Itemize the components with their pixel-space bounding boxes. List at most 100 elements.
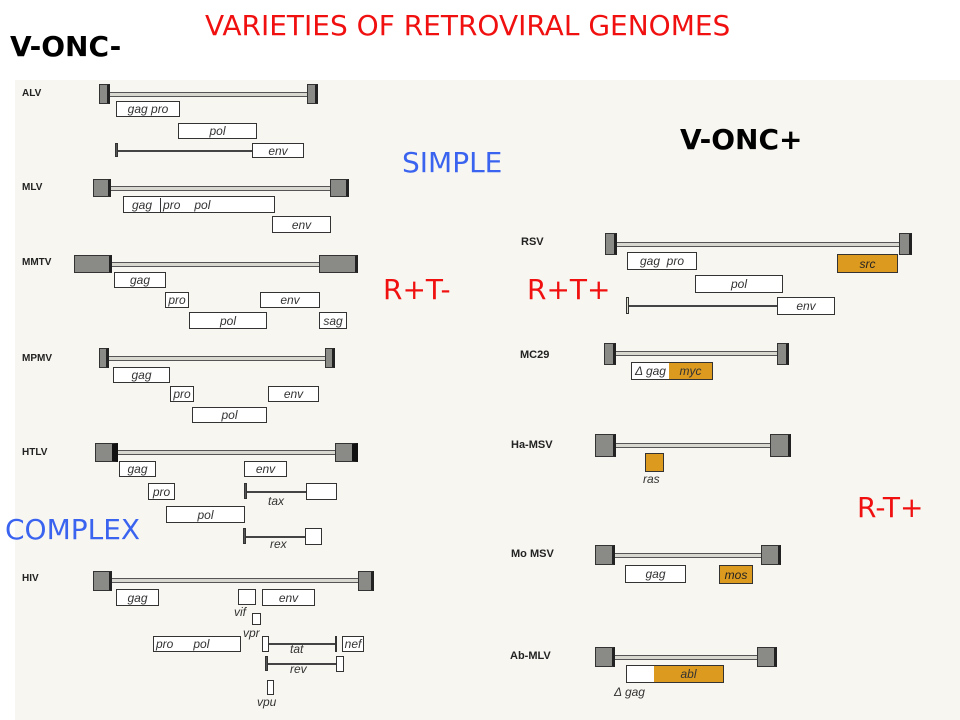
- gene-rex-label: rex: [270, 537, 287, 551]
- splice-line: [269, 643, 336, 645]
- ltr-right: [770, 434, 791, 457]
- ltr-left: [604, 343, 616, 365]
- ltr-left: [595, 647, 615, 667]
- oncogene-ras-label: ras: [643, 472, 660, 486]
- gene-vif-box: [238, 589, 256, 605]
- gene-gag: gag: [114, 272, 166, 288]
- genome-bar: [109, 356, 325, 361]
- genome-bar: [615, 655, 757, 660]
- genome-label: MC29: [520, 349, 550, 361]
- gene-pol: pol: [695, 275, 783, 293]
- genome-label: ALV: [22, 88, 42, 99]
- genome-label: Ha-MSV: [511, 439, 553, 451]
- splice-line: [118, 150, 252, 152]
- gene-pol: pol: [192, 407, 267, 423]
- genome-bar: [112, 578, 358, 583]
- gene-tax-label: tax: [268, 494, 285, 508]
- ltr-left: [99, 348, 109, 368]
- gene-sag: sag: [319, 312, 347, 329]
- ltr-left: [93, 571, 112, 591]
- gene-gag: gag: [625, 565, 686, 583]
- complex-label: COMPLEX: [5, 513, 141, 546]
- gene-vif-label: vif: [234, 605, 246, 619]
- gene-env: env: [244, 461, 287, 477]
- v-onc-plus-heading: V-ONC+: [680, 123, 803, 156]
- ltr-left: [99, 84, 110, 104]
- gene-tat-label: tat: [290, 642, 304, 656]
- gene-pol: pol: [189, 312, 267, 329]
- simple-label: SIMPLE: [402, 146, 503, 179]
- ltr-left: [605, 233, 617, 255]
- splice-tick: [243, 528, 246, 544]
- splice-line: [246, 536, 305, 538]
- splice-tick: [626, 297, 629, 314]
- gene-gag-pro: gag pro: [116, 101, 180, 117]
- gene-vpu-box: [267, 680, 274, 695]
- ltr-right: [319, 255, 358, 273]
- ltr-left: [93, 179, 111, 197]
- ltr-right: [335, 443, 358, 462]
- gene-pro: pro: [148, 483, 175, 500]
- splice-tick: [115, 143, 118, 157]
- r-minus-t-plus-label: R-T+: [857, 491, 924, 524]
- genome-bar: [615, 553, 761, 558]
- splice-tick: [244, 483, 247, 499]
- ltr-left: [595, 545, 615, 565]
- genome-bar: [617, 242, 899, 247]
- ltr-right: [358, 571, 374, 591]
- ltr-right: [757, 647, 777, 667]
- gene-rex-box: [305, 528, 322, 545]
- r-plus-t-plus-label: R+T+: [527, 273, 611, 306]
- oncogene-src: src: [837, 254, 898, 273]
- gene-env: env: [272, 216, 331, 233]
- genome-label: Mo MSV: [511, 548, 554, 560]
- gene-env: env: [252, 143, 304, 158]
- delta-gag-label: Δ gag: [614, 685, 645, 699]
- splice-line: [247, 491, 306, 493]
- genome-label: MLV: [22, 182, 43, 193]
- genome-label: HIV: [22, 573, 39, 584]
- gene-nef: nef: [342, 636, 364, 652]
- slide-title: VARIETIES OF RETROVIRAL GENOMES: [205, 9, 731, 42]
- gene-gag: gag: [119, 461, 156, 477]
- gene-rev-label: rev: [290, 662, 307, 676]
- ltr-left: [95, 443, 118, 462]
- ltr-right: [325, 348, 335, 368]
- gene-gag: gag: [116, 589, 159, 606]
- gene-vpr-box: [252, 613, 261, 625]
- ltr-right: [777, 343, 789, 365]
- ltr-left: [74, 255, 112, 273]
- gene-vpu-label: vpu: [257, 695, 277, 709]
- v-onc-minus-heading: V-ONC-: [10, 30, 122, 63]
- gene-pol: pol: [178, 123, 257, 139]
- ltr-right: [761, 545, 781, 565]
- genome-bar: [111, 186, 330, 191]
- gene-gag-pro: gag pro: [627, 252, 697, 270]
- gene-pol: pol: [166, 506, 245, 523]
- ltr-right: [330, 179, 349, 197]
- gene-tat-box: [262, 636, 269, 652]
- genome-bar: [112, 262, 319, 267]
- genome-label: RSV: [521, 236, 544, 248]
- ltr-left: [595, 434, 616, 457]
- genome-bar: [110, 92, 307, 97]
- splice-line: [629, 305, 777, 307]
- splice-tick: [265, 656, 268, 671]
- gene-rev-box: [336, 656, 344, 672]
- splice-tick: [335, 636, 337, 652]
- splice-line: [268, 663, 336, 665]
- genome-label: Ab-MLV: [510, 650, 551, 662]
- gene-vpr-label: vpr: [243, 626, 260, 640]
- genome-label: MMTV: [22, 257, 52, 268]
- gene-pro: pro: [165, 292, 189, 308]
- gene-delta-gag-abl: abl: [626, 665, 724, 683]
- oncogene-mos: mos: [719, 565, 753, 584]
- gene-tax-box: [306, 483, 337, 500]
- gene-env: env: [262, 589, 315, 606]
- genome-label: MPMV: [22, 353, 52, 364]
- oncogene-ras-box: [645, 453, 664, 472]
- genome-bar: [118, 450, 335, 455]
